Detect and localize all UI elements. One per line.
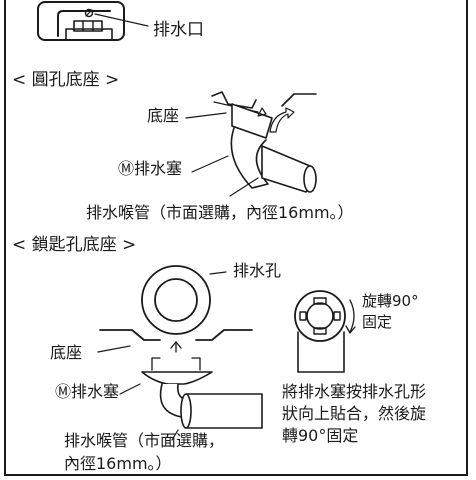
instruction-line1: 將排水塞按排水孔形 [282, 382, 427, 401]
keyhole-section-title: < 鎖匙孔底座 > [12, 235, 137, 255]
drain-hose-label-2-line2: 內徑16mm。） [64, 454, 172, 473]
drain-plug-label-1: Ⓜ排水塞 [118, 159, 183, 178]
drain-outlet-label: 排水口 [153, 20, 204, 40]
instruction-line3: 轉90°固定 [282, 426, 359, 445]
keyhole-assembly [97, 265, 356, 441]
rotate-label-line2: 固定 [362, 313, 393, 331]
base-label-1: 底座 [147, 106, 180, 125]
diagram-frame [4, 0, 468, 476]
rotate-label-line1: 旋轉90° [362, 292, 419, 310]
drain-hose-label-1: 排水喉管（市面選購，內徑16mm。） [86, 203, 354, 222]
drain-plug-label-2: Ⓜ排水塞 [55, 382, 120, 401]
drain-hole-label: 排水孔 [233, 261, 282, 280]
instruction-line2: 狀向上貼合，然後旋 [282, 404, 427, 423]
drain-hose-label-2-line1: 排水喉管（市面選購， [64, 431, 225, 450]
base-label-2: 底座 [50, 343, 83, 362]
unit-bottom-icon [37, 1, 149, 41]
round-hole-assembly [185, 91, 317, 197]
round-hole-section-title: < 圓孔底座 > [12, 70, 120, 90]
